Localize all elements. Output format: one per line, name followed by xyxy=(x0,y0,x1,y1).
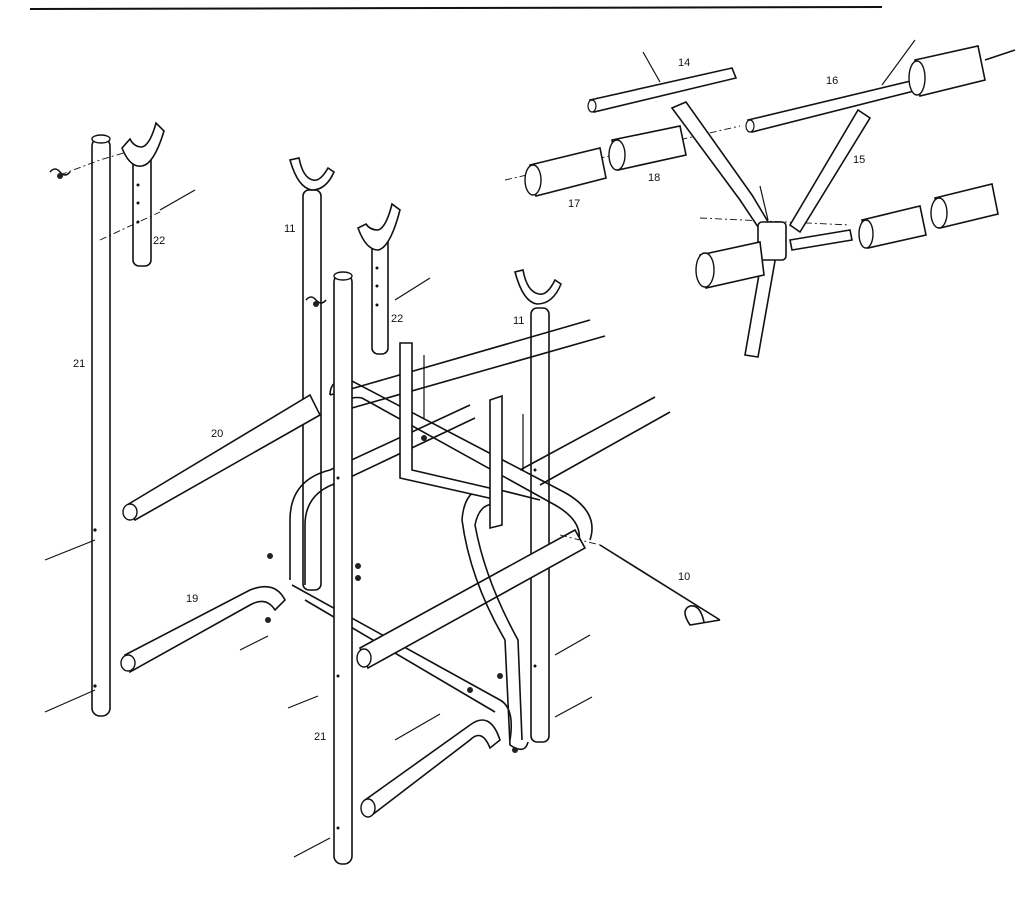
roller-axle xyxy=(789,229,853,251)
label-part-22-left: 22 xyxy=(153,235,165,247)
part-15-y-frame xyxy=(670,101,872,358)
roller-pad-lower-right xyxy=(930,183,999,229)
label-part-19: 19 xyxy=(186,593,198,605)
label-part-15: 15 xyxy=(853,154,865,166)
part-16-long-bar xyxy=(745,79,920,133)
label-part-22-mid: 22 xyxy=(391,313,403,325)
part-18-roller-pad xyxy=(608,125,687,171)
part-11-right-saddle-post xyxy=(514,269,562,743)
right-u-frame xyxy=(461,487,541,751)
part-17-roller-pad xyxy=(524,147,607,197)
part-19-tube xyxy=(120,585,286,674)
label-part-17: 17 xyxy=(568,198,580,210)
part-21-left-post xyxy=(91,134,111,717)
center-brackets xyxy=(399,342,524,530)
part-11-left-saddle-post xyxy=(288,157,336,591)
nuts xyxy=(265,553,518,753)
roller-pad-lower-mid xyxy=(858,205,927,249)
roller-pad-upper-right xyxy=(908,45,1016,97)
part-21-front-post xyxy=(333,271,353,865)
part-22-left-sleeve xyxy=(121,121,165,267)
label-part-10: 10 xyxy=(678,571,690,583)
wing-nut-mid xyxy=(305,296,327,307)
label-part-18: 18 xyxy=(648,172,660,184)
label-part-11-right: 11 xyxy=(513,315,524,327)
label-part-21-front: 21 xyxy=(314,731,326,743)
bottom-front-tube xyxy=(360,719,501,818)
part-20-tube xyxy=(122,393,322,522)
wing-nut-left xyxy=(49,168,71,179)
label-part-11-left: 11 xyxy=(284,223,295,235)
long-rails xyxy=(329,319,671,486)
center-frame xyxy=(289,378,593,741)
front-cross-tube xyxy=(356,528,587,670)
top-rule xyxy=(29,6,883,10)
bolts-left xyxy=(44,539,593,858)
label-part-20: 20 xyxy=(211,428,223,440)
roller-pad-lower-left xyxy=(695,241,765,289)
part-22-mid-sleeve xyxy=(357,202,401,355)
label-part-14: 14 xyxy=(678,57,690,69)
part-14-short-bar xyxy=(587,67,738,113)
label-part-16: 16 xyxy=(826,75,838,87)
label-part-21-left: 21 xyxy=(73,358,85,370)
part-10-hook-rod xyxy=(559,534,721,626)
